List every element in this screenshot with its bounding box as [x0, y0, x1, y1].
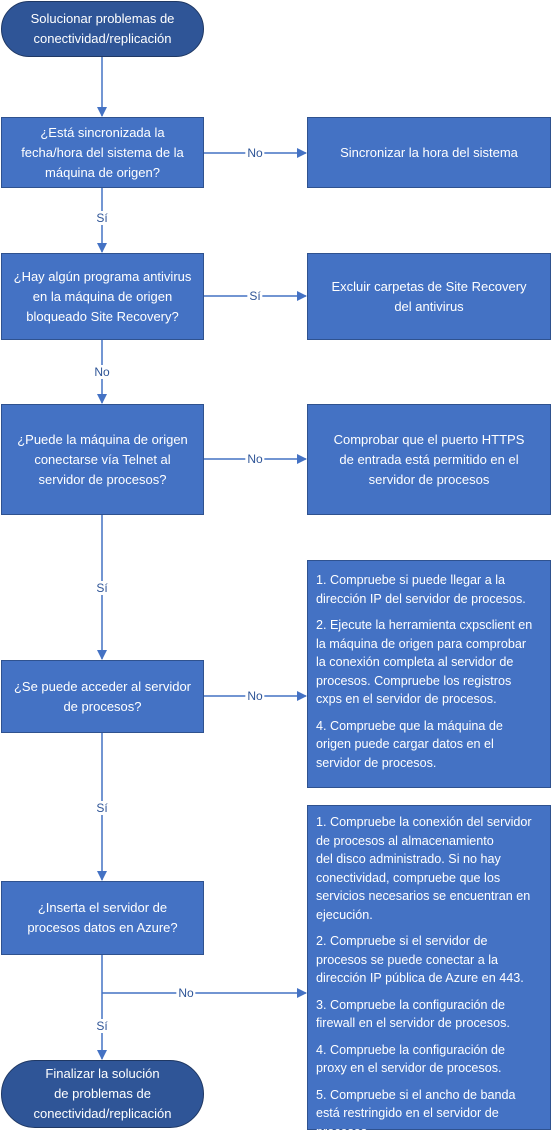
start-terminal: Solucionar problemas de conectividad/rep…: [1, 1, 204, 57]
question-time-sync-text: ¿Está sincronizada la fecha/hora del sis…: [21, 123, 184, 183]
process-server-check-1: 1. Compruebe si puede llegar a la direcc…: [316, 571, 542, 608]
label-q5-no: No: [176, 986, 195, 1000]
question-process-server-access: ¿Se puede acceder al servidor de proceso…: [1, 660, 204, 733]
label-q3-no: No: [245, 452, 264, 466]
end-text: Finalizar la solución de problemas de co…: [33, 1064, 171, 1124]
question-antivirus: ¿Hay algún programa antivirus en la máqu…: [1, 253, 204, 340]
label-q2-si: Sí: [247, 289, 262, 303]
label-q5-si: Sí: [94, 1019, 109, 1033]
question-azure-upload: ¿Inserta el servidor de procesos datos e…: [1, 881, 204, 955]
action-check-https-port: Comprobar que el puerto HTTPS de entrada…: [307, 404, 551, 515]
question-process-server-access-text: ¿Se puede acceder al servidor de proceso…: [14, 677, 191, 717]
azure-check-4: 4. Compruebe la configuración de proxy e…: [316, 1041, 542, 1078]
label-q4-si: Sí: [94, 801, 109, 815]
action-exclude-folders-text: Excluir carpetas de Site Recovery del an…: [331, 277, 526, 317]
end-terminal: Finalizar la solución de problemas de co…: [1, 1060, 204, 1128]
label-q3-si: Sí: [94, 581, 109, 595]
action-sync-time-text: Sincronizar la hora del sistema: [340, 143, 518, 163]
question-telnet-text: ¿Puede la máquina de origen conectarse v…: [17, 430, 188, 490]
azure-check-1: 1. Compruebe la conexión del servidor de…: [316, 813, 542, 924]
question-time-sync: ¿Está sincronizada la fecha/hora del sis…: [1, 117, 204, 188]
question-antivirus-text: ¿Hay algún programa antivirus en la máqu…: [14, 267, 192, 327]
process-server-check-2: 2. Ejecute la herramienta cxpsclient en …: [316, 616, 542, 709]
process-server-check-4: 4. Compruebe que la máquina de origen pu…: [316, 717, 542, 773]
azure-check-2: 2. Compruebe si el servidor de procesos …: [316, 932, 542, 988]
label-q1-no: No: [245, 146, 264, 160]
action-azure-checks: 1. Compruebe la conexión del servidor de…: [307, 805, 551, 1130]
label-q2-no: No: [92, 365, 111, 379]
azure-check-3: 3. Compruebe la configuración de firewal…: [316, 996, 542, 1033]
action-sync-time: Sincronizar la hora del sistema: [307, 117, 551, 188]
question-telnet: ¿Puede la máquina de origen conectarse v…: [1, 404, 204, 515]
start-text: Solucionar problemas de conectividad/rep…: [31, 9, 175, 49]
action-check-https-port-text: Comprobar que el puerto HTTPS de entrada…: [334, 430, 525, 490]
action-process-server-checks: 1. Compruebe si puede llegar a la direcc…: [307, 560, 551, 788]
question-azure-upload-text: ¿Inserta el servidor de procesos datos e…: [27, 898, 177, 938]
label-q4-no: No: [245, 689, 264, 703]
label-q1-si: Sí: [94, 211, 109, 225]
action-exclude-folders: Excluir carpetas de Site Recovery del an…: [307, 253, 551, 340]
